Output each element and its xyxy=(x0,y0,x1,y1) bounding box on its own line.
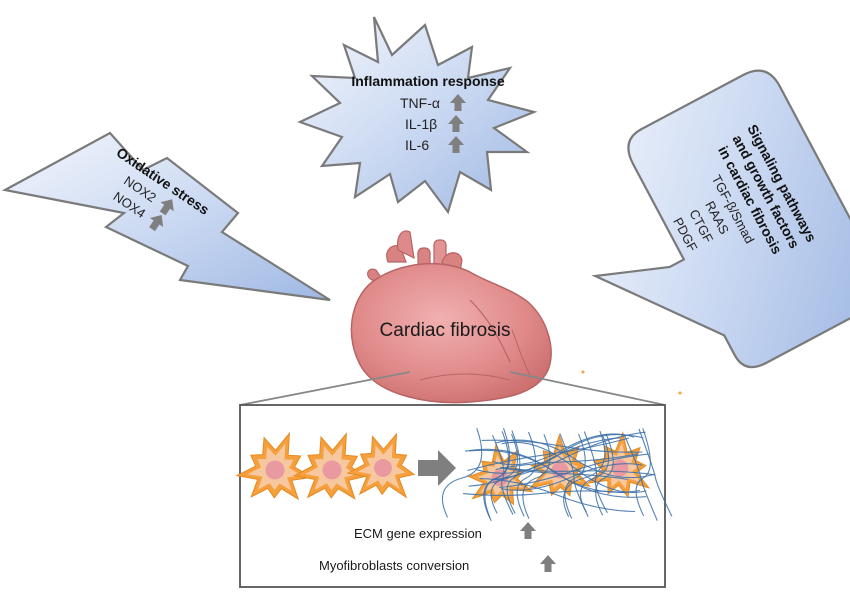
ecm-fiber xyxy=(564,433,586,519)
ecm-gene-expression-label: ECM gene expression xyxy=(354,526,482,541)
zoom-line-right xyxy=(509,371,666,406)
inflammation-item-il6: IL-6 xyxy=(405,137,429,153)
starburst-shape xyxy=(297,16,538,215)
ecm-fiber xyxy=(467,437,630,472)
ecm-fiber xyxy=(469,449,647,498)
fibroblast-cell xyxy=(346,432,416,499)
ecm-fiber xyxy=(595,433,614,516)
ecm-fiber xyxy=(559,433,589,517)
heart-illustration: Cardiac fibrosis xyxy=(350,230,552,404)
ecm-fiber xyxy=(441,428,483,518)
inflammation-starburst: Inflammation response TNF-α IL-1β IL-6 xyxy=(297,16,538,215)
speech-bubble-shape xyxy=(591,69,850,369)
inflammation-item-il1: IL-1β xyxy=(405,116,437,132)
ecm-fiber xyxy=(623,435,658,521)
ecm-fiber xyxy=(522,434,551,519)
myofibroblast-conversion-label: Myofibroblasts conversion xyxy=(319,558,469,573)
ecm-fiber xyxy=(468,437,621,487)
ecm-fiber xyxy=(501,441,647,494)
ecm-fiber xyxy=(479,478,636,513)
signaling-speech-bubble: Signaling pathways and growth factors in… xyxy=(591,69,850,369)
detail-panel: ECM gene expression Myofibroblasts conve… xyxy=(235,404,673,588)
heart-label: Cardiac fibrosis xyxy=(380,320,511,341)
ecm-fiber xyxy=(506,430,521,514)
inflammation-item-tnf: TNF-α xyxy=(400,95,440,111)
ecm-fiber xyxy=(635,428,651,517)
ecm-fibers xyxy=(441,428,673,522)
ecm-fiber xyxy=(484,431,509,522)
ecm-fiber xyxy=(490,434,519,514)
lightning-bolt-shape xyxy=(1,131,331,302)
ecm-fiber xyxy=(579,435,610,513)
ecm-fiber xyxy=(495,439,654,479)
fibroblast-cell xyxy=(292,432,366,500)
ecm-fiber xyxy=(516,431,536,517)
ecm-fiber xyxy=(563,430,606,517)
ecm-fiber xyxy=(462,490,627,496)
heart-body xyxy=(350,263,552,404)
inflammation-title: Inflammation response xyxy=(351,73,504,89)
ecm-fiber xyxy=(638,428,673,517)
zoom-line-left xyxy=(239,371,411,406)
oxidative-stress-bolt: Oxidative stress NOX2 NOX4 xyxy=(1,131,331,302)
ecm-fiber xyxy=(583,431,608,514)
fibroblast-cell xyxy=(235,431,314,501)
ecm-fiber xyxy=(500,463,643,491)
fibroblast-cells xyxy=(235,431,416,501)
transform-arrow-icon xyxy=(418,450,456,486)
